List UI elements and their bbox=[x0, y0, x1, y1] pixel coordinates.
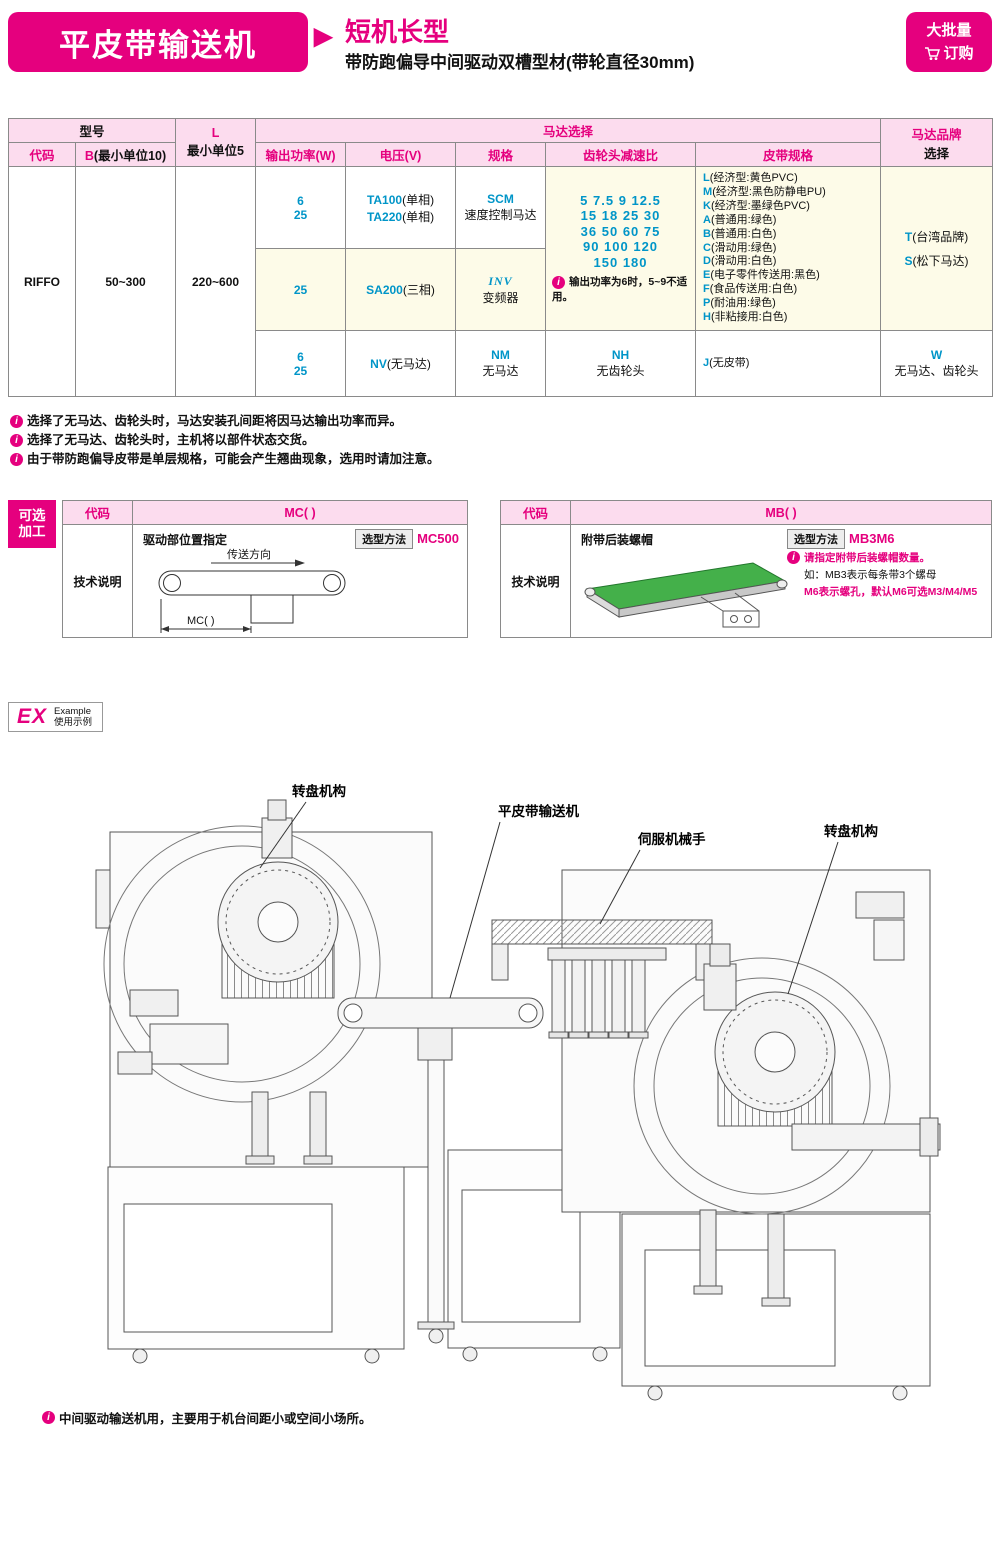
col-header-gear: 齿轮头减速比 bbox=[545, 142, 697, 167]
col-header-brand: 马达品牌选择 bbox=[880, 118, 994, 167]
mb-note: 请指定附带后装螺帽数量。 bbox=[787, 551, 989, 566]
belt-spec-item: P(耐油用:绿色) bbox=[703, 297, 776, 310]
label-conveyor: 平皮带输送机 bbox=[498, 803, 579, 819]
voltage-cell-scm: TA100(单相) TA220(单相) bbox=[345, 166, 457, 249]
info-icon bbox=[10, 434, 23, 447]
label-servo: 伺服机械手 bbox=[637, 831, 706, 847]
mb-description: 附带后装螺帽 bbox=[581, 533, 654, 547]
info-icon bbox=[10, 415, 23, 428]
col-header-motor: 马达选择 bbox=[255, 118, 882, 143]
ex-label: EX bbox=[17, 705, 48, 728]
page-title: 平皮带输送机 bbox=[8, 12, 308, 72]
info-icon bbox=[552, 276, 566, 290]
badge-line1: 大批量 bbox=[926, 22, 972, 39]
col-header-b: B(最小单位10) bbox=[74, 142, 177, 167]
mc-code-label: 代码 bbox=[63, 501, 133, 524]
mb-note: M6表示螺孔，默认M6可选M3/M4/M5 bbox=[804, 586, 978, 598]
mc-description: 驱动部位置指定 bbox=[143, 533, 228, 547]
mb-tech-label: 技术说明 bbox=[501, 525, 571, 637]
label-turntable-left: 转盘机构 bbox=[292, 783, 346, 799]
notes: 选择了无马达、齿轮头时，马达安装孔间距将因马达输出功率而异。 选择了无马达、齿轮… bbox=[10, 412, 440, 469]
mc-tech-label: 技术说明 bbox=[63, 525, 133, 637]
col-header-spec: 规格 bbox=[455, 142, 547, 167]
optional-processing-label: 可选加工 bbox=[8, 500, 56, 548]
belt-spec-item: H(非粘接用:白色) bbox=[703, 311, 788, 324]
b-range: 50~300 bbox=[74, 166, 177, 397]
brand-item: T(台湾品牌) bbox=[904, 230, 969, 244]
gear-ratio-cell: 5 7.5 9 12.5 15 18 25 30 36 50 60 75 90 … bbox=[545, 166, 697, 331]
belt-spec-item: A(普通用:绿色) bbox=[703, 213, 777, 226]
belt-spec-item: M(经济型:黑色防静电PU) bbox=[703, 185, 826, 198]
footer-note: 中间驱动输送机用，主要用于机台间距小或空间小场所。 bbox=[42, 1408, 372, 1427]
direction-label: 传送方向 bbox=[227, 547, 271, 561]
belt-spec-item: C(滑动用:绿色) bbox=[703, 241, 777, 254]
col-header-model: 型号 bbox=[7, 118, 177, 143]
bulk-order-badge[interactable]: 大批量 订购 bbox=[906, 12, 992, 72]
col-header-belt: 皮带规格 bbox=[695, 142, 882, 167]
info-icon bbox=[787, 551, 800, 564]
mc-code-value: MC( ) bbox=[284, 505, 316, 520]
belt-spec-item: F(食品传送用:白色) bbox=[703, 283, 798, 296]
belt-spec-item: D(滑动用:白色) bbox=[703, 255, 777, 268]
belt-cell-nobelt: J(无皮带) bbox=[695, 330, 882, 397]
badge-line2: 订购 bbox=[943, 45, 974, 62]
cart-icon bbox=[925, 47, 941, 60]
belt-spec-item: E(电子零件传送用:黑色) bbox=[703, 269, 820, 282]
example-diagram: 转盘机构 平皮带输送机 伺服机械手 转盘机构 bbox=[95, 783, 941, 1401]
belt-spec-cell: L(经济型:黄色PVC) M(经济型:黑色防静电PU) K(经济型:墨绿色PVC… bbox=[695, 166, 882, 331]
belt-spec-item: K(经济型:墨绿色PVC) bbox=[703, 199, 810, 212]
mc-dim-label: MC( ) bbox=[187, 615, 215, 627]
belt-spec-item: L(经济型:黄色PVC) bbox=[703, 172, 798, 185]
voltage-cell-nomotor: NV(无马达) bbox=[345, 330, 457, 397]
series-subtitle: 带防跑偏导中间驱动双槽型材(带轮直径30mm) bbox=[345, 53, 695, 72]
col-header-power: 输出功率(W) bbox=[255, 142, 347, 167]
header-arrow-icon: ▶ bbox=[314, 23, 333, 50]
mb-code-value: MB( ) bbox=[765, 505, 797, 520]
mb-note: 如：MB3表示每条带3个螺母 bbox=[804, 569, 937, 581]
note-line: 选择了无马达、齿轮头时，主机将以部件状态交货。 bbox=[10, 431, 440, 450]
l-range: 220~600 bbox=[175, 166, 257, 397]
note-line: 选择了无马达、齿轮头时，马达安装孔间距将因马达输出功率而异。 bbox=[10, 412, 440, 431]
info-icon bbox=[42, 1411, 55, 1424]
note-line: 由于带防跑偏导皮带是单层规格，可能会产生翘曲现象，选用时请加注意。 bbox=[10, 450, 440, 469]
col-header-code: 代码 bbox=[8, 142, 76, 167]
info-icon bbox=[10, 453, 23, 466]
belt-spec-item: B(普通用:白色) bbox=[703, 227, 777, 240]
brand-item: S(松下马达) bbox=[904, 254, 969, 268]
col-header-voltage: 电压(V) bbox=[345, 142, 457, 167]
voltage-cell-inv: SA200(三相) bbox=[345, 248, 457, 331]
series-type-name: 短机长型 bbox=[345, 17, 450, 47]
mc-diagram: 传送方向 MC( ) bbox=[158, 547, 346, 633]
model-code: RIFFO bbox=[8, 166, 76, 397]
label-turntable-right: 转盘机构 bbox=[824, 823, 878, 839]
mb-conveyor-image bbox=[584, 562, 788, 628]
mb-code-label: 代码 bbox=[501, 501, 571, 524]
brand-cell: T(台湾品牌) S(松下马达) bbox=[880, 166, 994, 331]
power-cell-inv: 25 bbox=[255, 248, 347, 331]
